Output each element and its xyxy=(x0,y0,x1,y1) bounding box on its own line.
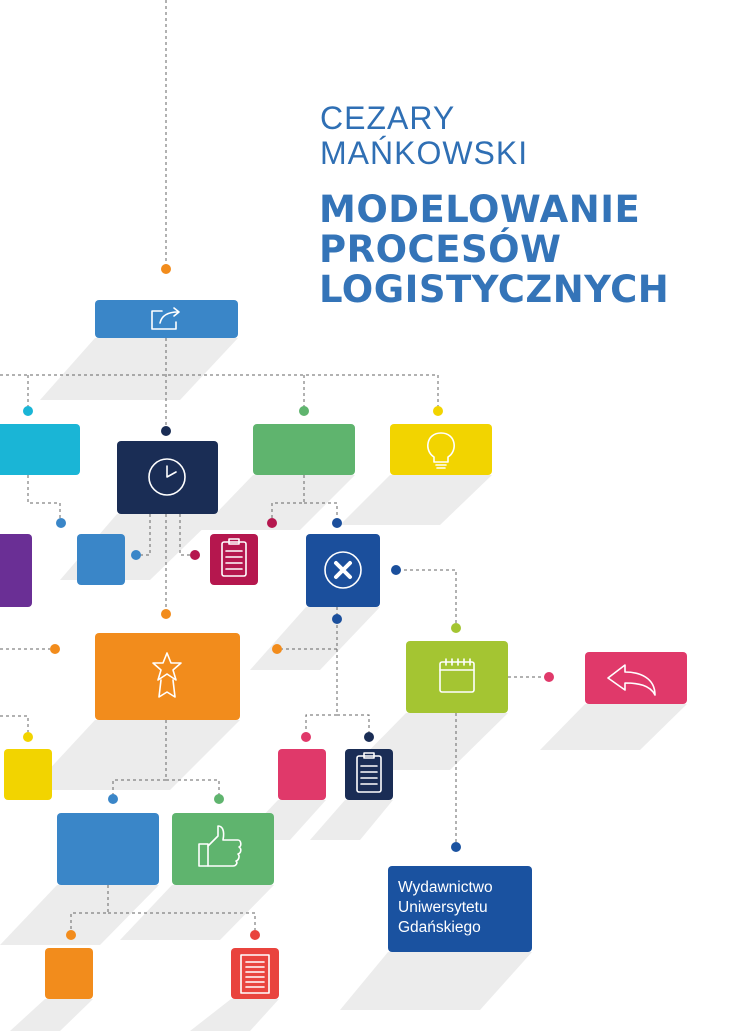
box-pink-small xyxy=(278,749,326,800)
box-calendar xyxy=(406,641,508,713)
box-thumbs-up xyxy=(172,813,274,885)
box-publisher xyxy=(388,866,532,952)
box-share xyxy=(95,300,238,338)
box-green xyxy=(253,424,355,475)
star-award-icon xyxy=(152,652,182,698)
box-reply xyxy=(585,652,687,704)
thumbs-up-icon xyxy=(198,825,242,867)
clipboard-icon xyxy=(221,538,247,577)
box-lightbulb xyxy=(390,424,492,475)
box-star xyxy=(95,633,240,720)
connector-dots xyxy=(23,264,554,940)
publisher-line-1: Wydawnictwo xyxy=(398,879,493,896)
box-orange-small xyxy=(45,948,93,999)
box-blue xyxy=(57,813,159,885)
box-yellow-small xyxy=(4,749,52,800)
close-circle-icon xyxy=(324,551,362,589)
box-cyan xyxy=(0,424,80,475)
box-document xyxy=(231,948,279,999)
publisher-line-3: Gdańskiego xyxy=(398,919,481,936)
title-line-3: LOGISTYCZNYCH xyxy=(319,268,670,311)
box-purple xyxy=(0,534,32,607)
clock-icon xyxy=(148,458,186,496)
box-blue-small xyxy=(77,534,125,585)
reply-icon xyxy=(607,664,656,696)
lightbulb-icon xyxy=(427,432,455,469)
title-line-2: PROCESÓW xyxy=(319,228,562,271)
share-icon xyxy=(151,307,180,330)
publisher-label: Wydawnictwo Uniwersytetu Gdańskiego xyxy=(398,878,493,938)
publisher-line-2: Uniwersytetu xyxy=(398,899,488,916)
document-icon xyxy=(240,954,270,994)
title-line-1: MODELOWANIE xyxy=(319,188,641,231)
clipboard-icon xyxy=(356,752,382,793)
author-last-name: MAŃKOWSKI xyxy=(320,135,529,171)
author-first-name: CEZARY xyxy=(320,100,456,136)
connector-lines xyxy=(0,0,545,930)
calendar-icon xyxy=(439,658,475,693)
box-shadows xyxy=(0,338,687,1031)
